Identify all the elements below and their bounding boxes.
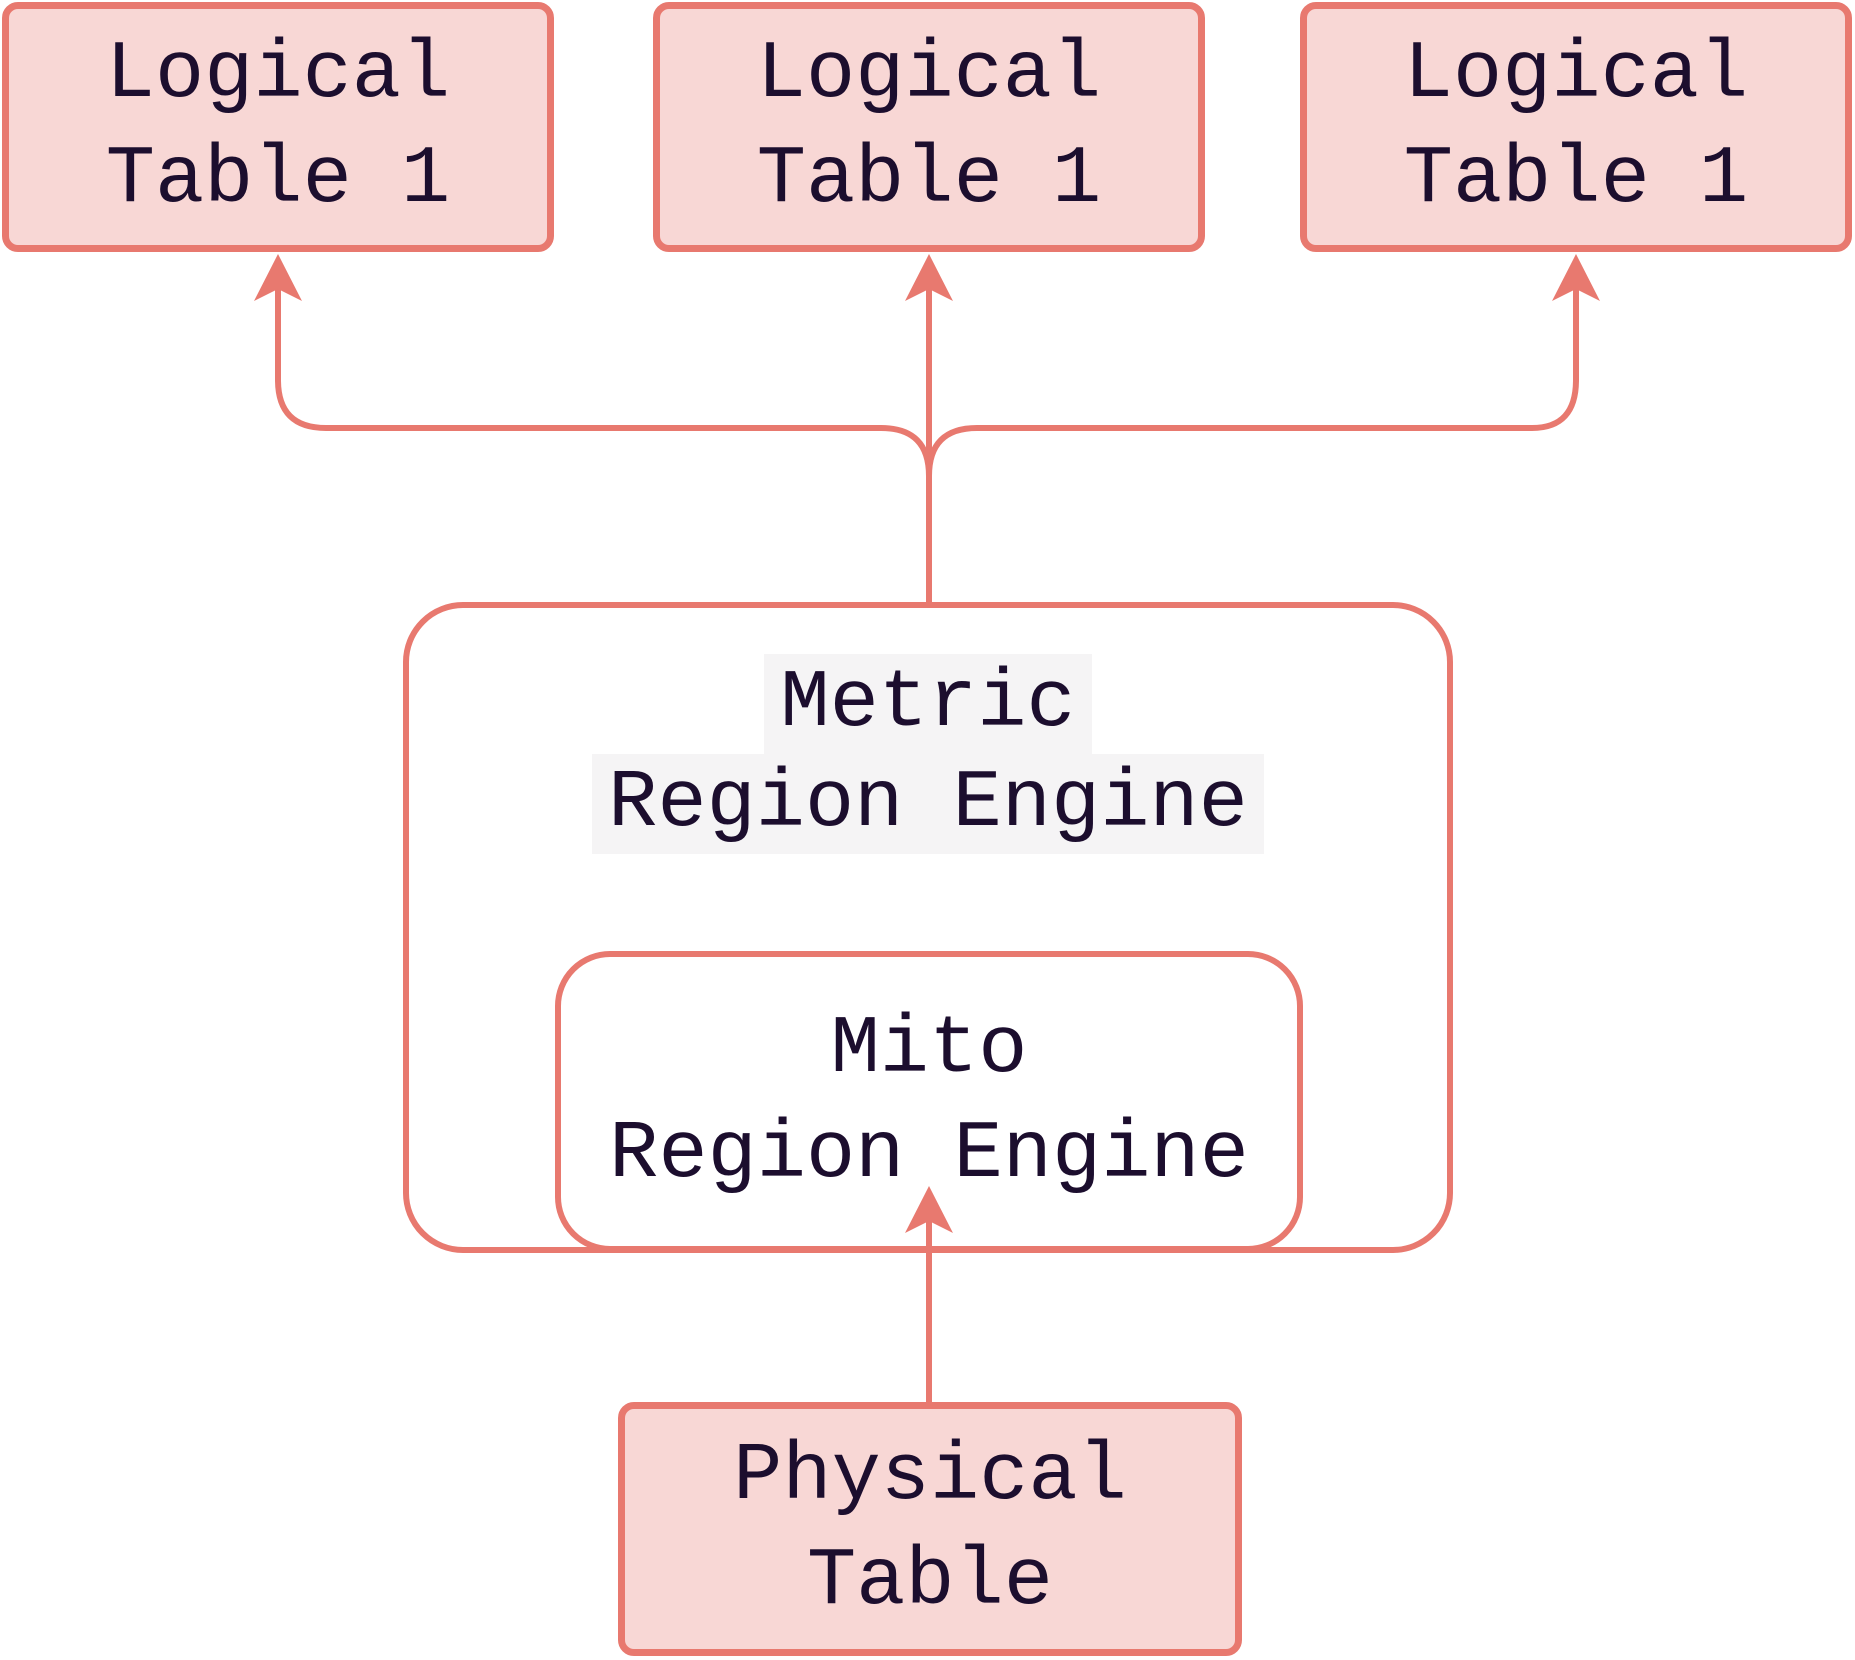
node-physical-table: Physical Table bbox=[618, 1402, 1242, 1656]
arrowhead-table-left bbox=[254, 254, 302, 301]
edge-engine-to-table-right bbox=[926, 285, 1579, 602]
node-label-line: Metric bbox=[764, 654, 1092, 754]
node-label-line: Logical bbox=[756, 28, 1102, 121]
node-label-line: Table 1 bbox=[756, 133, 1102, 226]
arrowhead-table-right bbox=[1552, 254, 1600, 301]
arrowhead-table-middle bbox=[905, 254, 953, 301]
node-label-line: Table 1 bbox=[105, 133, 451, 226]
node-label-line: Table 1 bbox=[1403, 133, 1749, 226]
node-label-line: Region Engine bbox=[592, 754, 1264, 854]
node-label-line: Mito bbox=[830, 1002, 1028, 1096]
node-label-text: Metric bbox=[764, 654, 1092, 754]
edge-engine-to-table-left bbox=[275, 285, 932, 602]
node-label-line: Region Engine bbox=[609, 1107, 1249, 1201]
node-label-line: Table bbox=[806, 1535, 1054, 1628]
node-logical-table-right: Logical Table 1 bbox=[1300, 2, 1852, 252]
node-label-text: Region Engine bbox=[592, 754, 1264, 854]
node-mito-region-engine: Mito Region Engine bbox=[555, 951, 1303, 1252]
node-label-line: Physical bbox=[733, 1430, 1127, 1523]
node-logical-table-middle: Logical Table 1 bbox=[653, 2, 1205, 252]
node-label-line: Logical bbox=[105, 28, 451, 121]
node-logical-table-left: Logical Table 1 bbox=[2, 2, 554, 252]
node-label-line: Logical bbox=[1403, 28, 1749, 121]
